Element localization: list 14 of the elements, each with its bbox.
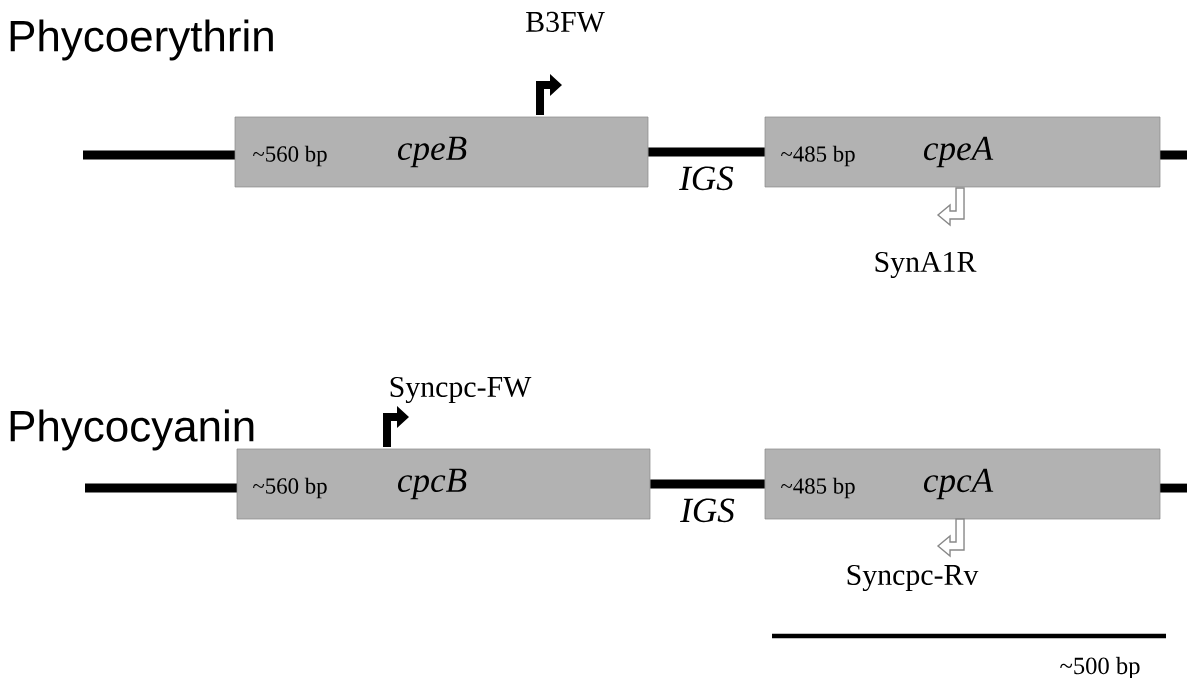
- primer-label: Syncpc-FW: [390, 376, 532, 404]
- dna-line: [648, 147, 765, 157]
- primer-label: Syncpc-Rv: [847, 564, 979, 592]
- gene-box: ~485 bp cpcA: [764, 448, 1161, 520]
- panel-title: Phycoerythrin: [10, 19, 273, 61]
- panel-title: Phycocyanin: [10, 409, 254, 451]
- gene-box: ~560 bp cpeB: [234, 116, 649, 188]
- primer-label: SynA1R: [875, 251, 977, 279]
- edge-label: IGS: [680, 498, 735, 523]
- dna-line: [650, 479, 765, 489]
- edge-label: IGS: [679, 166, 734, 191]
- gene-box: ~485 bp cpeA: [764, 116, 1161, 188]
- gene-box: ~560 bp cpcB: [236, 448, 651, 520]
- primer-label: B3FW: [526, 11, 605, 33]
